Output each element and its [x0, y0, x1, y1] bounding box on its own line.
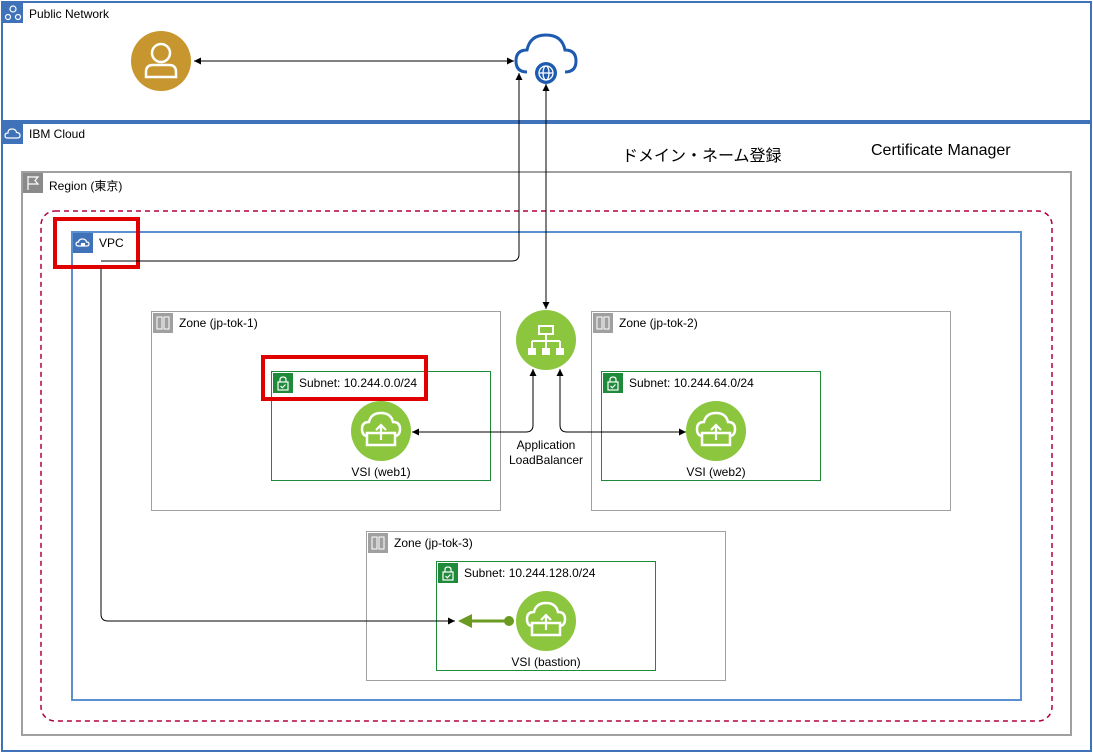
load-balancer-label-line1: Application	[516, 438, 576, 452]
vpc-label: VPC	[99, 236, 124, 250]
subnet-label: Subnet: 10.244.0.0/24	[299, 376, 418, 390]
zone-label: Zone (jp-tok-3)	[394, 536, 473, 550]
lock-icon	[438, 563, 458, 583]
region-label: Region (東京)	[49, 179, 123, 193]
vsi-bastion-label: VSI (bastion)	[511, 655, 581, 669]
vsi-web2-label: VSI (web2)	[686, 465, 746, 479]
dns-service-label: ドメイン・ネーム登録	[622, 148, 782, 165]
certificate-manager-label: Certificate Manager	[871, 142, 1011, 159]
zone-label: Zone (jp-tok-2)	[619, 316, 698, 330]
public-network-group	[1, 1, 1092, 122]
ibm-cloud-icon	[3, 124, 23, 144]
load-balancer-label: Application LoadBalancer	[506, 438, 586, 468]
public-network-label: Public Network	[29, 7, 110, 21]
load-balancer-label-line2: LoadBalancer	[508, 453, 584, 467]
lock-icon	[603, 373, 623, 393]
subnet-label: Subnet: 10.244.128.0/24	[464, 566, 596, 580]
subnet-label: Subnet: 10.244.64.0/24	[629, 376, 754, 390]
flag-icon	[23, 173, 43, 193]
ibm-cloud-label: IBM Cloud	[29, 127, 86, 141]
zone-icon	[593, 313, 613, 333]
vpc-icon	[73, 233, 93, 253]
zone-label: Zone (jp-tok-1)	[179, 316, 258, 330]
public-network-icon	[3, 3, 23, 23]
vsi-web1-label: VSI (web1)	[351, 465, 411, 479]
zone-icon	[153, 313, 173, 333]
lock-icon	[273, 373, 293, 393]
zone-icon	[368, 533, 388, 553]
